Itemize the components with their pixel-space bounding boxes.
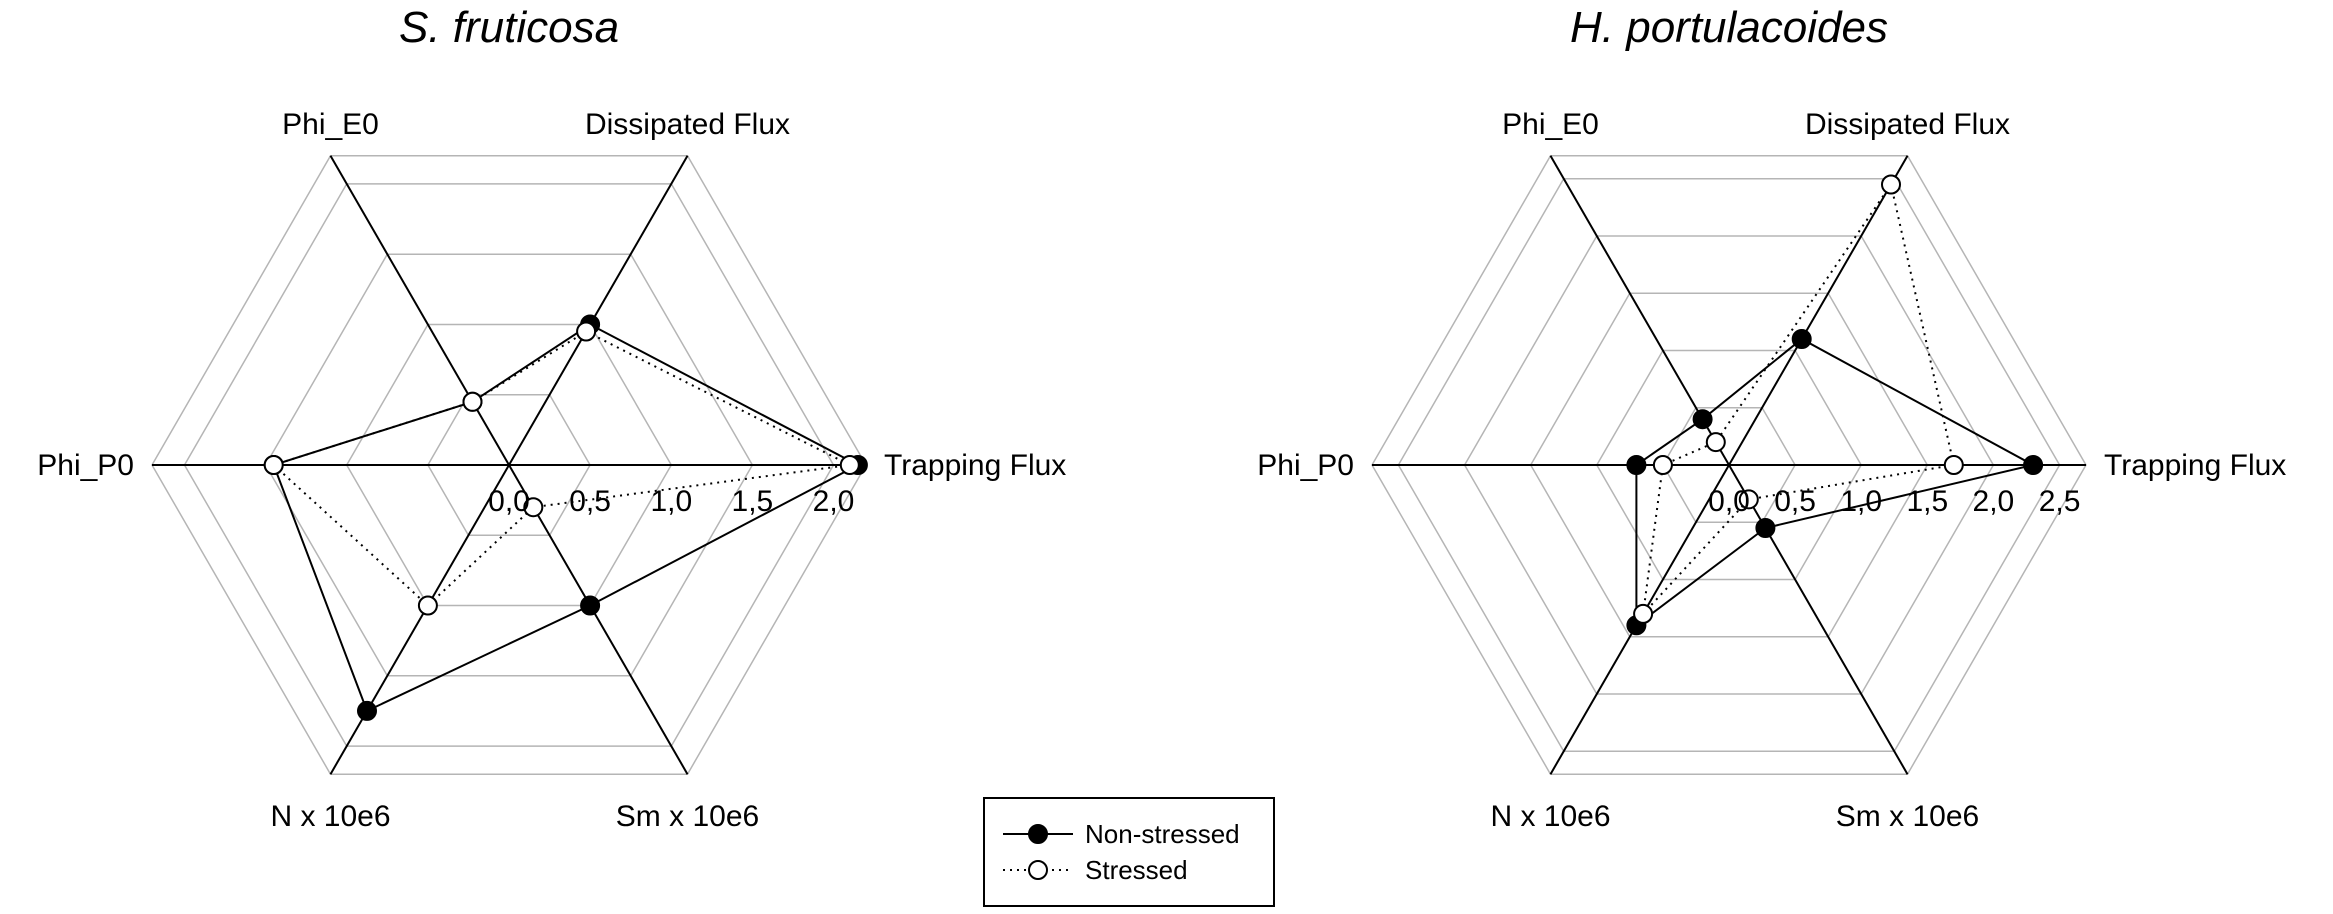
tick-label: 0,5 (569, 485, 611, 518)
data-point-stressed-phi-e0 (462, 391, 483, 412)
chart-title: S. fruticosa (399, 3, 619, 52)
axis-label-sm-x-10e6: Sm x 10e6 (1836, 800, 1979, 833)
axis-label-phi-p0: Phi_P0 (37, 449, 134, 482)
data-point-stressed-dissipated-flux (576, 321, 597, 342)
tick-label: 1,0 (650, 485, 692, 518)
axis-spoke-dissipated-flux (1728, 155, 1909, 466)
data-point-stressed-phi-p0 (263, 455, 284, 475)
axis-label-trapping-flux: Trapping Flux (2104, 449, 2286, 482)
data-point-non-stressed-sm-x-10e6 (1755, 518, 1776, 538)
axis-label-n-x-10e6: N x 10e6 (1490, 800, 1610, 833)
tick-label: 0,0 (488, 485, 530, 518)
axis-label-phi-e0: Phi_E0 (1502, 108, 1599, 141)
axis-label-phi-e0: Phi_E0 (282, 108, 379, 141)
legend-marker-non-stressed (1028, 824, 1048, 844)
data-point-stressed-n-x-10e6 (1633, 603, 1654, 624)
legend-label-stressed: Stressed (1085, 855, 1188, 885)
data-point-stressed-n-x-10e6 (417, 595, 438, 616)
axis-spoke-sm-x-10e6 (1728, 464, 1909, 775)
axis-label-dissipated-flux: Dissipated Flux (585, 108, 790, 141)
data-point-stressed-phi-p0 (1652, 455, 1673, 475)
data-point-non-stressed-phi-p0 (1626, 455, 1647, 475)
data-point-non-stressed-phi-e0 (1692, 409, 1713, 430)
data-point-stressed-phi-e0 (1705, 432, 1726, 453)
axis-label-sm-x-10e6: Sm x 10e6 (616, 800, 759, 833)
axis-label-phi-p0: Phi_P0 (1257, 449, 1354, 482)
data-point-stressed-dissipated-flux (1881, 174, 1901, 195)
tick-label: 2,0 (1973, 485, 2015, 518)
axis-spoke-sm-x-10e6 (508, 464, 689, 775)
axis-label-dissipated-flux: Dissipated Flux (1805, 108, 2010, 141)
tick-label: 0,0 (1708, 485, 1750, 518)
legend-marker-stressed (1028, 860, 1048, 880)
tick-label: 1,5 (732, 485, 774, 518)
axis-spoke-n-x-10e6 (329, 464, 510, 775)
legend-label-non-stressed: Non-stressed (1085, 819, 1240, 849)
axis-label-n-x-10e6: N x 10e6 (270, 800, 390, 833)
tick-label: 2,5 (2039, 485, 2081, 518)
tick-label: 2,0 (813, 485, 855, 518)
data-point-stressed-sm-x-10e6 (523, 497, 544, 518)
series-line-stressed (1641, 182, 1956, 617)
legend-box (983, 797, 1275, 907)
data-point-stressed-trapping-flux (839, 455, 860, 475)
data-point-stressed-sm-x-10e6 (1738, 489, 1759, 510)
legend: Non-stressed Stressed (983, 797, 1275, 907)
data-point-non-stressed-trapping-flux (2023, 455, 2044, 475)
tick-label: 1,5 (1906, 485, 1948, 518)
tick-label: 0,5 (1774, 485, 1816, 518)
data-point-non-stressed-n-x-10e6 (357, 700, 377, 721)
series-line-non-stressed (1635, 337, 2036, 628)
axis-spoke-phi-e0 (329, 155, 510, 466)
data-point-non-stressed-sm-x-10e6 (580, 595, 601, 616)
data-point-non-stressed-dissipated-flux (1791, 329, 1812, 349)
chart-title: H. portulacoides (1570, 3, 1888, 52)
axis-label-trapping-flux: Trapping Flux (884, 449, 1066, 482)
data-point-stressed-trapping-flux (1943, 455, 1964, 475)
tick-label: 1,0 (1840, 485, 1882, 518)
axis-spoke-dissipated-flux (508, 155, 689, 466)
